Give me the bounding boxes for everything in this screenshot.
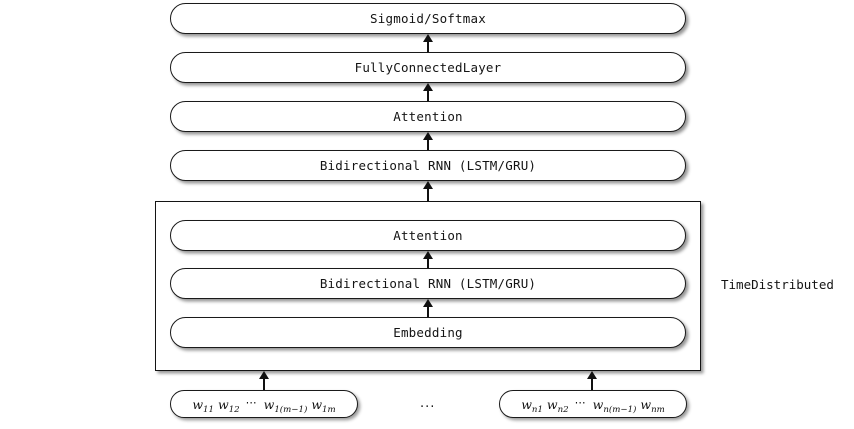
arrow-shaft — [427, 88, 429, 101]
node-label: FullyConnectedLayer — [354, 60, 502, 75]
node-label: Bidirectional RNN (LSTM/GRU) — [319, 158, 537, 173]
arrow-shaft — [427, 137, 429, 150]
token-inner-ellipsis: ⋯ — [245, 395, 258, 409]
token-w: wn2 — [546, 396, 569, 415]
token-subscript: n(m−1) — [603, 404, 637, 415]
token-subscript: 1(m−1) — [274, 404, 308, 415]
arrow-input-last-to-time-distributed — [585, 371, 599, 391]
token-subscript: n1 — [531, 404, 543, 415]
node-label: Attention — [393, 228, 463, 243]
node-label: Attention — [393, 109, 463, 124]
arrow-fc-to-sigmoid — [421, 34, 435, 52]
node-sigmoid-softmax: Sigmoid/Softmax — [170, 3, 686, 34]
node-fully-connected-layer: FullyConnectedLayer — [170, 52, 686, 83]
arrow-rnn-to-attention-word — [421, 251, 435, 269]
arrow-head — [423, 251, 433, 259]
arrow-head — [423, 83, 433, 91]
arrow-head — [423, 34, 433, 42]
node-attention-word: Attention — [170, 220, 686, 251]
token-inner-ellipsis: ⋯ — [574, 395, 587, 409]
arrow-rnn-to-attention — [421, 132, 435, 150]
arrow-head — [423, 181, 433, 189]
arrow-shaft — [263, 376, 265, 391]
arrow-input-first-to-time-distributed — [257, 371, 271, 391]
node-label: Bidirectional RNN (LSTM/GRU) — [319, 276, 537, 291]
arrow-shaft — [427, 304, 429, 317]
arrow-shaft — [591, 376, 593, 391]
token-subscript: n2 — [557, 404, 569, 415]
token-w: wn(m−1) — [592, 396, 637, 415]
arrow-embedding-to-rnn-word — [421, 299, 435, 317]
node-label: Embedding — [393, 325, 463, 340]
node-attention-sentence: Attention — [170, 101, 686, 132]
token-subscript: nm — [651, 404, 665, 415]
node-label: Sigmoid/Softmax — [370, 11, 486, 26]
node-bidirectional-rnn-word: Bidirectional RNN (LSTM/GRU) — [170, 268, 686, 299]
arrow-head — [587, 371, 597, 379]
token-subscript: 11 — [203, 404, 214, 415]
token-w: w1m — [311, 396, 336, 415]
node-embedding: Embedding — [170, 317, 686, 348]
arrow-head — [423, 132, 433, 140]
arrow-time-distributed-to-rnn — [421, 181, 435, 201]
token-w: w1(m−1) — [263, 396, 308, 415]
token-w: wnm — [640, 396, 665, 415]
token-subscript: 1m — [322, 404, 336, 415]
node-bidirectional-rnn-sentence: Bidirectional RNN (LSTM/GRU) — [170, 150, 686, 181]
arrow-shaft — [427, 256, 429, 269]
token-w: w12 — [217, 396, 240, 415]
token-subscript: 12 — [228, 404, 240, 415]
token-w: wn1 — [521, 396, 543, 415]
token-w: w11 — [192, 396, 214, 415]
arrow-shaft — [427, 186, 429, 201]
arrow-head — [259, 371, 269, 379]
time-distributed-label: TimeDistributed — [721, 277, 834, 292]
input-sequences-ellipsis: ... — [420, 396, 436, 411]
arrow-shaft — [427, 39, 429, 52]
time-distributed-container — [155, 201, 701, 371]
arrow-attention-to-fc — [421, 83, 435, 101]
arrow-head — [423, 299, 433, 307]
